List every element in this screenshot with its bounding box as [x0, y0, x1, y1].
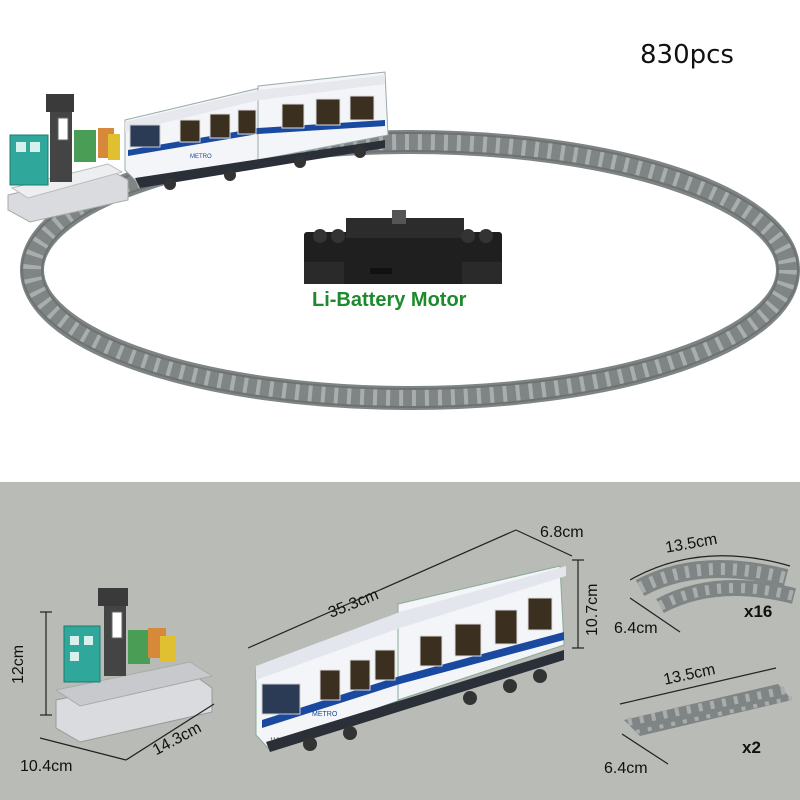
station-dimension-lines	[39, 611, 215, 761]
train-sign-top: METRO	[190, 154, 212, 160]
straight-track-dimension-lines	[619, 667, 777, 765]
piece-count: 830pcs	[640, 40, 734, 70]
curved-track-piece	[635, 560, 796, 614]
motor-label: Li-Battery Motor	[312, 289, 467, 311]
train-sign-bottom: METRO	[312, 711, 338, 718]
curved-track-dimension-lines	[629, 555, 791, 633]
train-number: 1101	[270, 738, 284, 744]
curved-track-qty: x16	[744, 602, 773, 621]
station-depth-label: 10.4cm	[20, 758, 73, 775]
station-top	[7, 94, 129, 223]
oval-track	[20, 130, 800, 410]
train-width-label: 6.8cm	[540, 524, 584, 541]
straight-track-piece	[624, 684, 793, 736]
train-top	[124, 71, 389, 190]
station-bottom	[54, 588, 214, 743]
train-dimension-lines	[247, 529, 584, 649]
train-bottom	[255, 565, 566, 752]
motor-block-icon	[304, 210, 502, 284]
curved-track-width-label: 6.4cm	[614, 620, 658, 637]
straight-track-width-label: 6.4cm	[604, 760, 648, 777]
train-height-label: 10.7cm	[584, 583, 601, 636]
station-height-label: 12cm	[10, 644, 27, 684]
straight-track-qty: x2	[742, 738, 761, 757]
